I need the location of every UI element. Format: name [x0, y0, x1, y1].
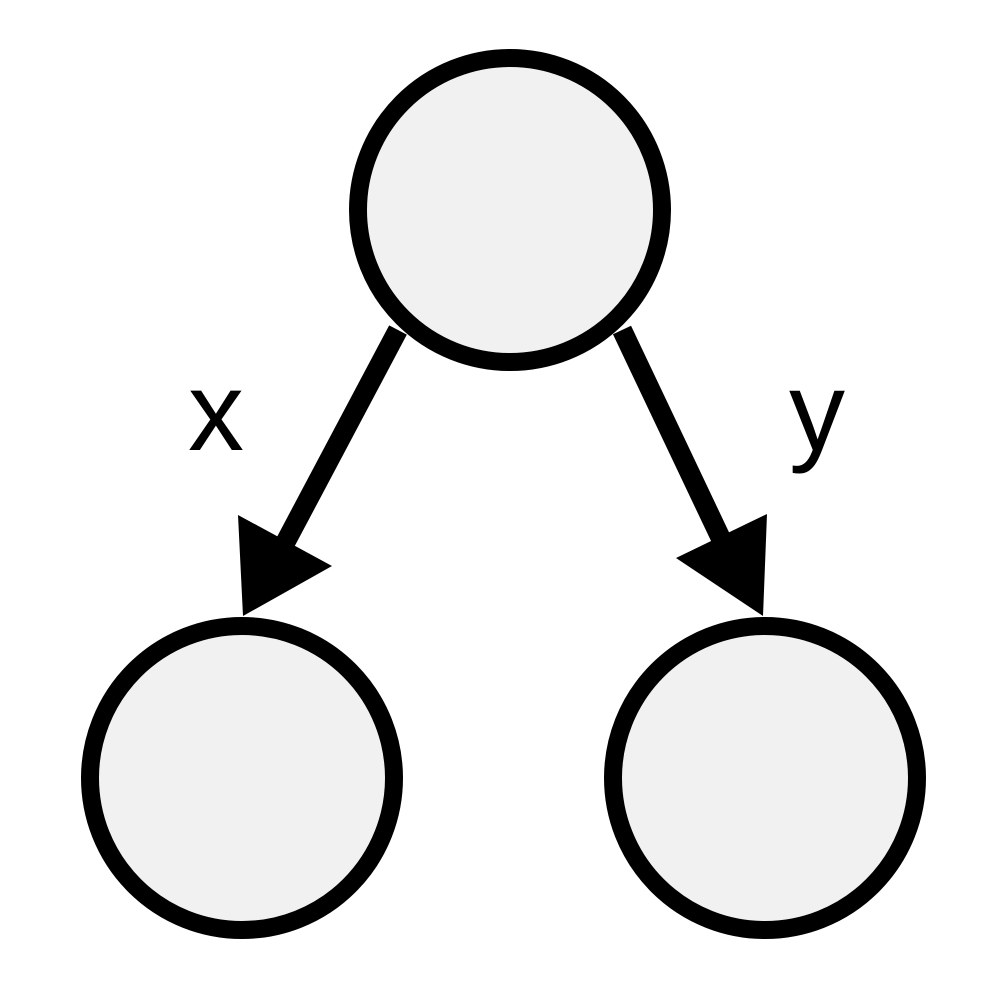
node-left-child: [81, 617, 403, 939]
node-right-child: [604, 617, 926, 939]
edge-label-y: y: [789, 349, 845, 474]
arrowhead-right: [676, 514, 767, 616]
edge-label-x: x: [188, 349, 244, 474]
edge-root-to-right: [612, 325, 734, 550]
edge-root-to-left: [275, 325, 407, 550]
arrowhead-left: [238, 515, 332, 616]
node-root: [349, 49, 671, 371]
